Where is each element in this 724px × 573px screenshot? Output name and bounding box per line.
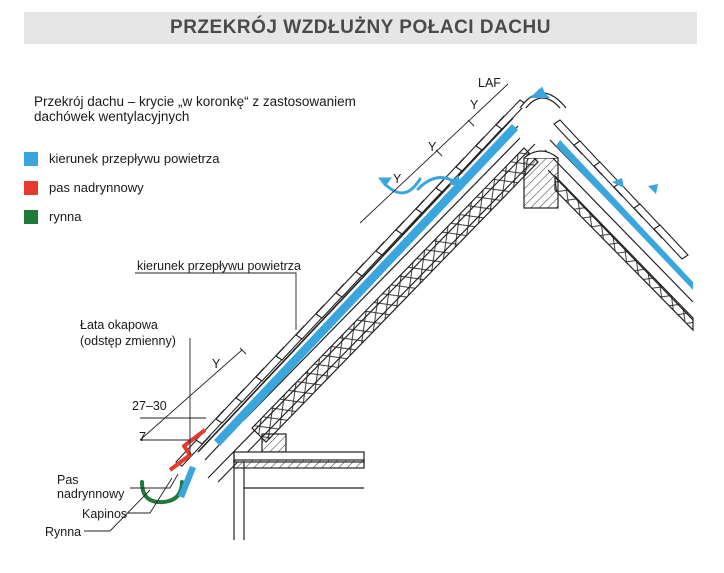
- label-kapinos: Kapinos: [82, 507, 128, 521]
- gutter-swatch-icon: [24, 209, 38, 224]
- title-bar: PRZEKRÓJ WZDŁUŻNY POŁACI DACHU: [24, 12, 697, 44]
- air-flow-right: [556, 140, 693, 290]
- description-line-1: Przekrój dachu – krycie „w koronkę“ z za…: [34, 94, 356, 109]
- ridge-beam: [523, 150, 559, 209]
- right-roof-slope: [544, 139, 694, 332]
- label-dim-7: 7: [139, 430, 146, 444]
- wall-plate: [233, 433, 365, 540]
- legend-item-air: kierunek przepływu powietrza: [24, 151, 220, 166]
- legend-item-gutter: rynna: [24, 209, 82, 224]
- air-flow-eaves: [178, 466, 196, 498]
- label-laf: LAF: [478, 76, 501, 90]
- label-y-upper: Y: [470, 98, 479, 112]
- label-y-lower: Y: [212, 357, 221, 371]
- page-title: PRZEKRÓJ WZDŁUŻNY POŁACI DACHU: [170, 17, 551, 38]
- dimension-lines: [139, 83, 509, 441]
- label-pas-line-2: nadrynnowy: [57, 487, 125, 501]
- ridge: [519, 86, 567, 109]
- air-flow-arrows-left: [378, 175, 462, 195]
- leader-lines: [84, 272, 297, 532]
- label-pas-line-1: Pas: [57, 473, 79, 487]
- label-lath-line-1: Łata okapowa: [80, 318, 158, 332]
- legend-label-gutter: rynna: [49, 209, 82, 224]
- left-roof-slope: [197, 117, 539, 483]
- roof-tiles-right: [553, 119, 689, 260]
- diagram-description: Przekrój dachu – krycie „w koronkę“ z za…: [34, 94, 414, 124]
- roof-tiles-left: [175, 99, 527, 467]
- legend-label-air: kierunek przepływu powietrza: [49, 151, 220, 166]
- eaves-strip: [168, 428, 207, 472]
- legend-item-eaves-strip: pas nadrynnowy: [24, 180, 144, 195]
- label-rynna: Rynna: [45, 525, 82, 539]
- label-air-flow: kierunek przepływu powietrza: [137, 259, 301, 273]
- label-dim-27-30: 27–30: [132, 399, 167, 413]
- legend-label-eaves-strip: pas nadrynnowy: [49, 180, 144, 195]
- eaves-strip-swatch-icon: [24, 180, 38, 195]
- air-swatch-icon: [24, 151, 38, 166]
- description-line-2: dachówek wentylacyjnych: [34, 109, 190, 124]
- label-lath-line-2: (odstęp zmienny): [80, 334, 176, 348]
- label-y-mid: Y: [428, 140, 437, 154]
- air-flow-left: [214, 124, 518, 446]
- label-y-flow: Y: [393, 172, 402, 186]
